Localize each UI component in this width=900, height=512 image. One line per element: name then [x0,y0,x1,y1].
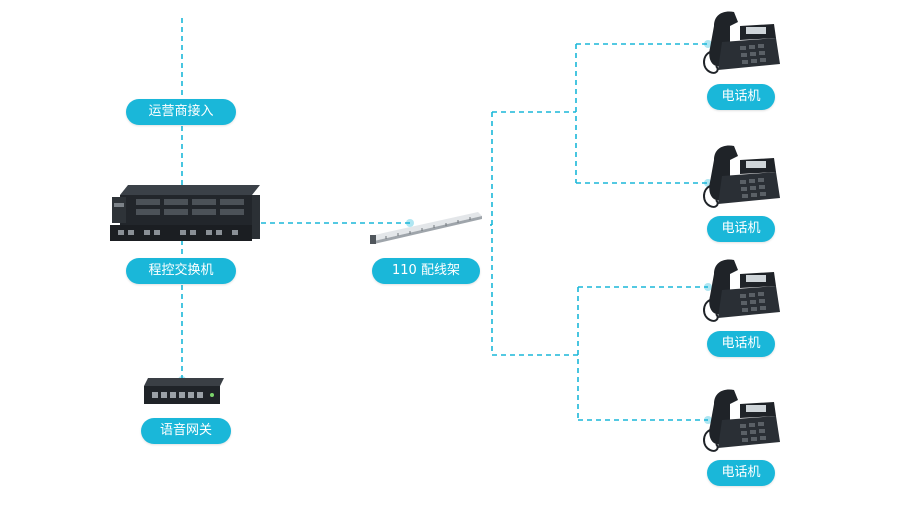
pbx-switch-icon [110,185,260,245]
carrier-access-label: 运营商接入 [126,99,236,125]
pbx-label: 程控交换机 [126,258,236,284]
phone-label: 电话机 [707,84,775,110]
telephone-icon [700,142,782,212]
telephone-icon [700,386,782,456]
voice-gateway-label: 语音网关 [141,418,231,444]
telephone-icon [700,8,782,78]
patch-panel-icon [370,210,490,244]
telephone-icon [700,256,782,326]
router-icon [142,378,224,408]
phone-label: 电话机 [707,331,775,357]
patch-panel-label: 110 配线架 [372,258,480,284]
phone-label: 电话机 [707,216,775,242]
phone-label: 电话机 [707,460,775,486]
